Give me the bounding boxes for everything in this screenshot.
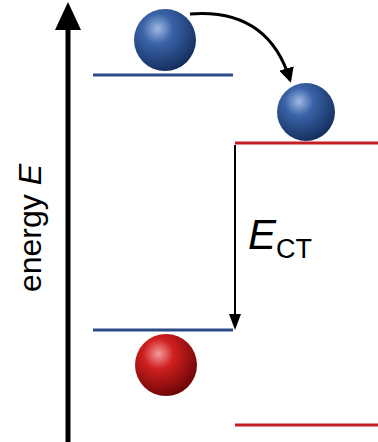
gap-arrow [234,145,236,318]
blue-level [93,329,233,332]
red-level [235,424,378,427]
energy-subscript: CT [276,234,312,264]
electron-sphere [134,9,196,71]
electron-sphere [277,83,335,141]
axis-label: energy E [14,164,46,292]
red-level [235,142,378,145]
hole-sphere [135,334,197,396]
axis-arrowhead [55,2,81,30]
gap-label: ECT [248,214,312,263]
energy-symbol: E [248,211,276,258]
blue-level [93,74,233,77]
gap-arrowhead [229,314,241,330]
axis-symbol: E [12,164,48,185]
energy-axis [66,24,71,442]
transfer-arrow [190,14,290,80]
axis-word: energy [12,194,48,292]
